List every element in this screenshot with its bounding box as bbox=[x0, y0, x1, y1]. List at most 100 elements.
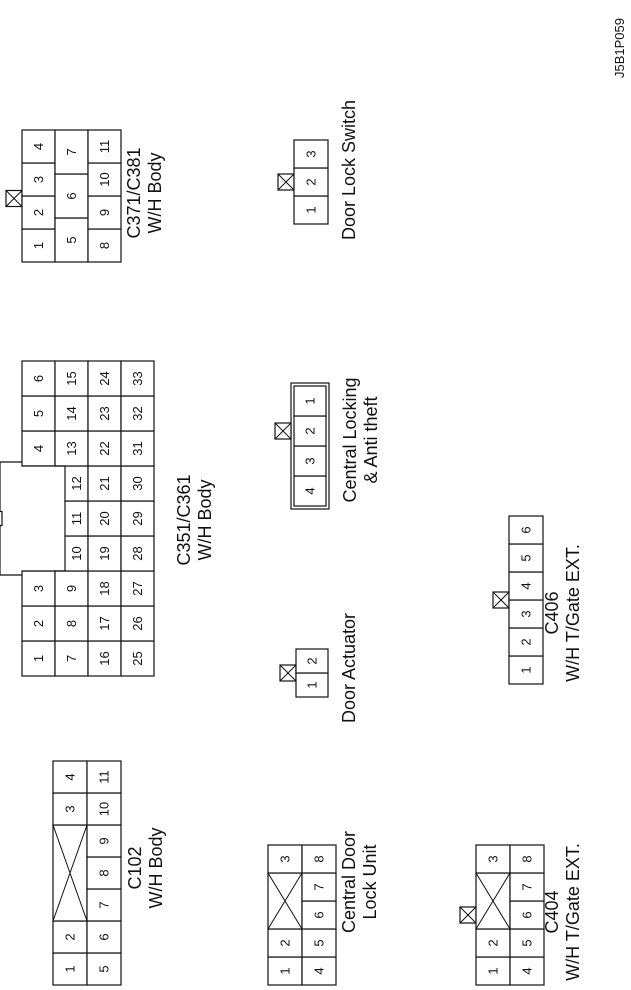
pin-9: 9 bbox=[64, 585, 79, 592]
pin-2: 2 bbox=[278, 939, 293, 946]
pin-2: 2 bbox=[304, 178, 319, 185]
connector-c351-c361: 1234567891011121314151617181920212223242… bbox=[0, 360, 155, 677]
cross-line bbox=[274, 422, 292, 440]
pin-4: 4 bbox=[519, 582, 534, 589]
pin-1: 1 bbox=[486, 967, 501, 974]
cross-line bbox=[267, 872, 303, 930]
connector-door-actuator: 12 bbox=[279, 648, 329, 698]
cross-line bbox=[5, 190, 23, 207]
pin-2: 2 bbox=[303, 427, 318, 434]
pin-1: 1 bbox=[304, 206, 319, 213]
pin-1: 1 bbox=[303, 397, 318, 404]
pin-8: 8 bbox=[97, 242, 112, 249]
cross-line bbox=[475, 872, 511, 930]
pin-2: 2 bbox=[305, 657, 320, 664]
pin-9: 9 bbox=[97, 209, 112, 216]
pin-4: 4 bbox=[63, 773, 78, 780]
pin-cell bbox=[86, 760, 122, 794]
pin-3: 3 bbox=[304, 150, 319, 157]
pin-5: 5 bbox=[520, 939, 535, 946]
pin-4: 4 bbox=[303, 487, 318, 494]
pin-10: 10 bbox=[97, 802, 112, 816]
pin-25: 25 bbox=[130, 651, 145, 665]
pin-32: 32 bbox=[130, 406, 145, 420]
pin-19: 19 bbox=[97, 546, 112, 560]
connector-label-line: W/H T/Gate EXT. bbox=[563, 544, 583, 682]
pin-2: 2 bbox=[519, 638, 534, 645]
pin-17: 17 bbox=[97, 616, 112, 630]
connector-label-line: Central Locking bbox=[340, 377, 360, 502]
drawing-code: J5B1P059 bbox=[612, 18, 627, 78]
pin-1: 1 bbox=[519, 666, 534, 673]
pin-7: 7 bbox=[64, 148, 79, 155]
pin-28: 28 bbox=[130, 546, 145, 560]
connector-label-line: Central Door bbox=[339, 831, 359, 933]
pin-33: 33 bbox=[130, 371, 145, 385]
pin-4: 4 bbox=[31, 143, 46, 150]
pin-cell bbox=[87, 129, 122, 164]
connector-label-line: Door Lock Switch bbox=[339, 100, 359, 240]
pin-11: 11 bbox=[97, 770, 112, 784]
pin-29: 29 bbox=[130, 511, 145, 525]
connector-door-lock-switch: 1 2 3 bbox=[277, 139, 329, 225]
pin-cell bbox=[293, 139, 329, 169]
pin-13: 13 bbox=[64, 441, 79, 455]
connector-label-line: C351/C361 bbox=[174, 474, 194, 565]
pin-8: 8 bbox=[97, 869, 112, 876]
pin-6: 6 bbox=[64, 192, 79, 199]
pin-8: 8 bbox=[64, 620, 79, 627]
cross-line bbox=[52, 824, 88, 922]
pin-30: 30 bbox=[130, 476, 145, 490]
connector-label-line: W/H Body bbox=[146, 827, 166, 908]
pin-11: 11 bbox=[97, 140, 112, 154]
housing-edge bbox=[22, 465, 65, 572]
latch-tab bbox=[0, 510, 3, 527]
pin-cell bbox=[293, 385, 327, 417]
label-central-locking-anti-theft: Central Locking& Anti theft bbox=[340, 377, 381, 502]
pin-2: 2 bbox=[31, 620, 46, 627]
connector-label-line: C406 bbox=[542, 591, 562, 634]
pin-4: 4 bbox=[520, 967, 535, 974]
pin-7: 7 bbox=[64, 655, 79, 662]
connector-label-line: W/H T/Gate EXT. bbox=[563, 843, 583, 981]
cross-line bbox=[279, 664, 297, 682]
pin-16: 16 bbox=[97, 651, 112, 665]
connector-label-line: C371/C381 bbox=[124, 147, 144, 238]
pin-31: 31 bbox=[130, 441, 145, 455]
cross-line bbox=[459, 906, 477, 924]
pin-3: 3 bbox=[31, 585, 46, 592]
pin-10: 10 bbox=[97, 172, 112, 186]
pin-11: 11 bbox=[69, 512, 84, 526]
housing-bump bbox=[0, 461, 22, 576]
pin-3: 3 bbox=[31, 176, 46, 183]
pin-6: 6 bbox=[31, 375, 46, 382]
pin-6: 6 bbox=[312, 911, 327, 918]
connector-label-line: Door Actuator bbox=[339, 613, 359, 723]
pin-6: 6 bbox=[519, 526, 534, 533]
housing-body bbox=[22, 466, 55, 571]
pin-8: 8 bbox=[312, 855, 327, 862]
pin-5: 5 bbox=[64, 236, 79, 243]
pin-cell bbox=[295, 648, 329, 674]
pin-23: 23 bbox=[97, 406, 112, 420]
pin-22: 22 bbox=[97, 441, 112, 455]
pin-cell bbox=[301, 844, 337, 874]
pin-cell bbox=[508, 515, 544, 545]
pin-3: 3 bbox=[63, 805, 78, 812]
pin-cell bbox=[120, 360, 155, 397]
pin-5: 5 bbox=[31, 410, 46, 417]
pin-4: 4 bbox=[31, 445, 46, 452]
pin-9: 9 bbox=[97, 837, 112, 844]
pin-15: 15 bbox=[64, 371, 79, 385]
